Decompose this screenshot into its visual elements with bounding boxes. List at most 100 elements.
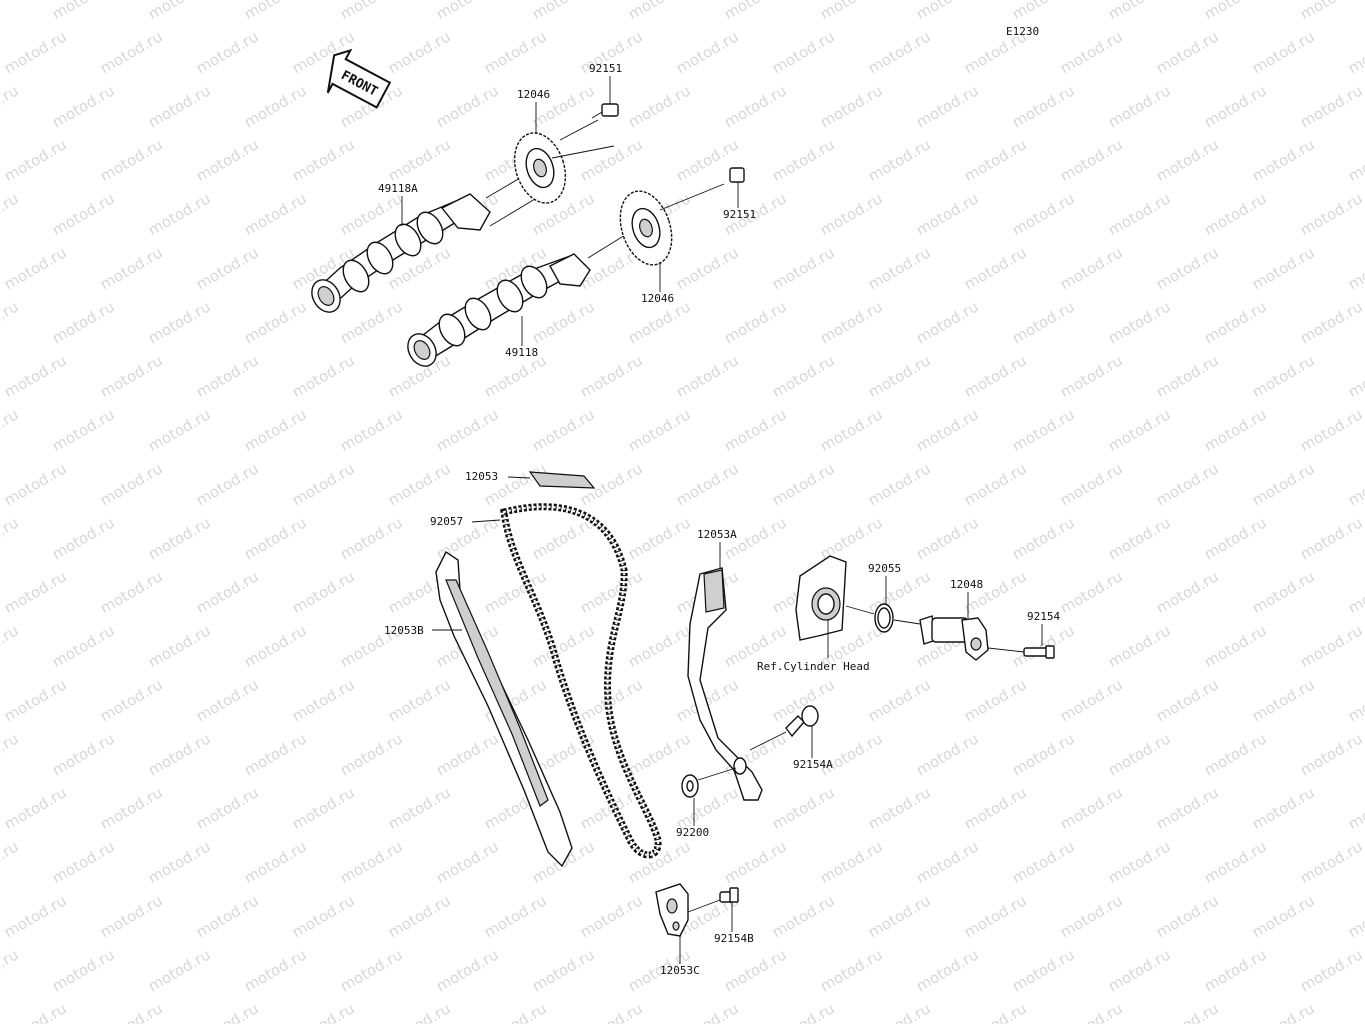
watermark-text: motod.ru [337, 513, 406, 563]
watermark-text: motod.ru [97, 891, 166, 941]
watermark-text: motod.ru [241, 621, 310, 671]
reference-cylinder-head: Ref.Cylinder Head [757, 660, 870, 673]
watermark-text: motod.ru [1009, 513, 1078, 563]
watermark-text: motod.ru [1009, 945, 1078, 995]
watermark-text: motod.ru [337, 945, 406, 995]
watermark-text: motod.ru [1201, 945, 1270, 995]
camshaft-lower [407, 231, 631, 367]
watermark-text: motod.ru [0, 297, 22, 347]
watermark-text: motod.ru [673, 999, 742, 1024]
watermark-text: motod.ru [769, 243, 838, 293]
label-washer: 92200 [676, 826, 709, 839]
watermark-text: motod.ru [721, 0, 790, 23]
watermark-text: motod.ru [1201, 81, 1270, 131]
watermark-text: motod.ru [721, 405, 790, 455]
watermark-text: motod.ru [961, 783, 1030, 833]
watermark-text: motod.ru [145, 621, 214, 671]
watermark-text: motod.ru [145, 189, 214, 239]
watermark-text: motod.ru [817, 297, 886, 347]
watermark-text: motod.ru [961, 567, 1030, 617]
watermark-text: motod.ru [385, 783, 454, 833]
bolt-top-right [729, 167, 745, 183]
watermark-text: motod.ru [0, 81, 22, 131]
watermark-text: motod.ru [721, 297, 790, 347]
watermark-text: motod.ru [769, 351, 838, 401]
camshaft-upper [311, 177, 541, 313]
watermark-text: motod.ru [145, 297, 214, 347]
watermark-text: motod.ru [97, 459, 166, 509]
watermark-text: motod.ru [1, 243, 70, 293]
watermark-text: motod.ru [865, 891, 934, 941]
watermark-text: motod.ru [193, 783, 262, 833]
watermark-text: motod.ru [961, 135, 1030, 185]
watermark-text: motod.ru [481, 999, 550, 1024]
watermark-text: motod.ru [817, 405, 886, 455]
watermark-text: motod.ru [1201, 729, 1270, 779]
watermark-text: motod.ru [433, 837, 502, 887]
watermark-text: motod.ru [769, 999, 838, 1024]
watermark-text: motod.ru [1105, 81, 1174, 131]
watermark-text: motod.ru [289, 999, 358, 1024]
watermark-text: motod.ru [289, 783, 358, 833]
watermark-text: motod.ru [1105, 297, 1174, 347]
watermark-text: motod.ru [145, 837, 214, 887]
watermark-text: motod.ru [1153, 351, 1222, 401]
chain-guide-top [528, 471, 596, 489]
watermark-text: motod.ru [193, 567, 262, 617]
watermark-text: motod.ru [1297, 621, 1365, 671]
watermark-text: motod.ru [1057, 891, 1126, 941]
gasket [845, 603, 921, 633]
watermark-text: motod.ru [673, 243, 742, 293]
watermark-text: motod.ru [1009, 621, 1078, 671]
washer [681, 767, 737, 798]
watermark-text: motod.ru [97, 243, 166, 293]
watermark-text: motod.ru [625, 81, 694, 131]
watermark-text: motod.ru [337, 837, 406, 887]
watermark-text: motod.ru [385, 135, 454, 185]
watermark-text: motod.ru [49, 729, 118, 779]
watermark-text: motod.ru [721, 81, 790, 131]
watermark-text: motod.ru [577, 783, 646, 833]
cylinder-head-ref [795, 555, 847, 641]
watermark-text: motod.ru [1201, 297, 1270, 347]
watermark-text: motod.ru [1153, 459, 1222, 509]
watermark-text: motod.ru [433, 81, 502, 131]
watermark-text: motod.ru [1249, 567, 1318, 617]
watermark-text: motod.ru [1201, 189, 1270, 239]
watermark-text: motod.ru [97, 783, 166, 833]
watermark-text: motod.ru [1105, 729, 1174, 779]
watermark-text: motod.ru [1009, 297, 1078, 347]
watermark-text: motod.ru [0, 945, 22, 995]
watermark-text: motod.ru [193, 351, 262, 401]
watermark-text: motod.ru [1, 891, 70, 941]
watermark-text: motod.ru [1249, 783, 1318, 833]
label-chain-guide-top: 12053 [465, 470, 498, 483]
label-tensioner: 12048 [950, 578, 983, 591]
watermark-text: motod.ru [97, 27, 166, 77]
watermark-text: motod.ru [49, 837, 118, 887]
watermark-text: motod.ru [577, 135, 646, 185]
watermark-text: motod.ru [913, 0, 982, 23]
watermark-text: motod.ru [49, 0, 118, 23]
watermark-text: motod.ru [529, 621, 598, 671]
watermark-text: motod.ru [241, 945, 310, 995]
bolt-bracket [719, 887, 739, 903]
watermark-text: motod.ru [1345, 135, 1365, 185]
watermark-text: motod.ru [1, 999, 70, 1024]
watermark-text: motod.ru [961, 999, 1030, 1024]
watermark-text: motod.ru [1057, 135, 1126, 185]
watermark-text: motod.ru [529, 0, 598, 23]
watermark-text: motod.ru [1345, 675, 1365, 725]
watermark-text: motod.ru [1153, 891, 1222, 941]
watermark-text: motod.ru [1345, 999, 1365, 1024]
watermark-text: motod.ru [289, 459, 358, 509]
watermark-text: motod.ru [865, 351, 934, 401]
label-bolt-top-right: 92151 [723, 208, 756, 221]
sprocket-upper [513, 132, 567, 204]
watermark-text: motod.ru [1153, 783, 1222, 833]
watermark-text: motod.ru [1249, 675, 1318, 725]
watermark-text: motod.ru [529, 405, 598, 455]
watermark-text: motod.ru [1009, 837, 1078, 887]
watermark-text: motod.ru [1, 135, 70, 185]
